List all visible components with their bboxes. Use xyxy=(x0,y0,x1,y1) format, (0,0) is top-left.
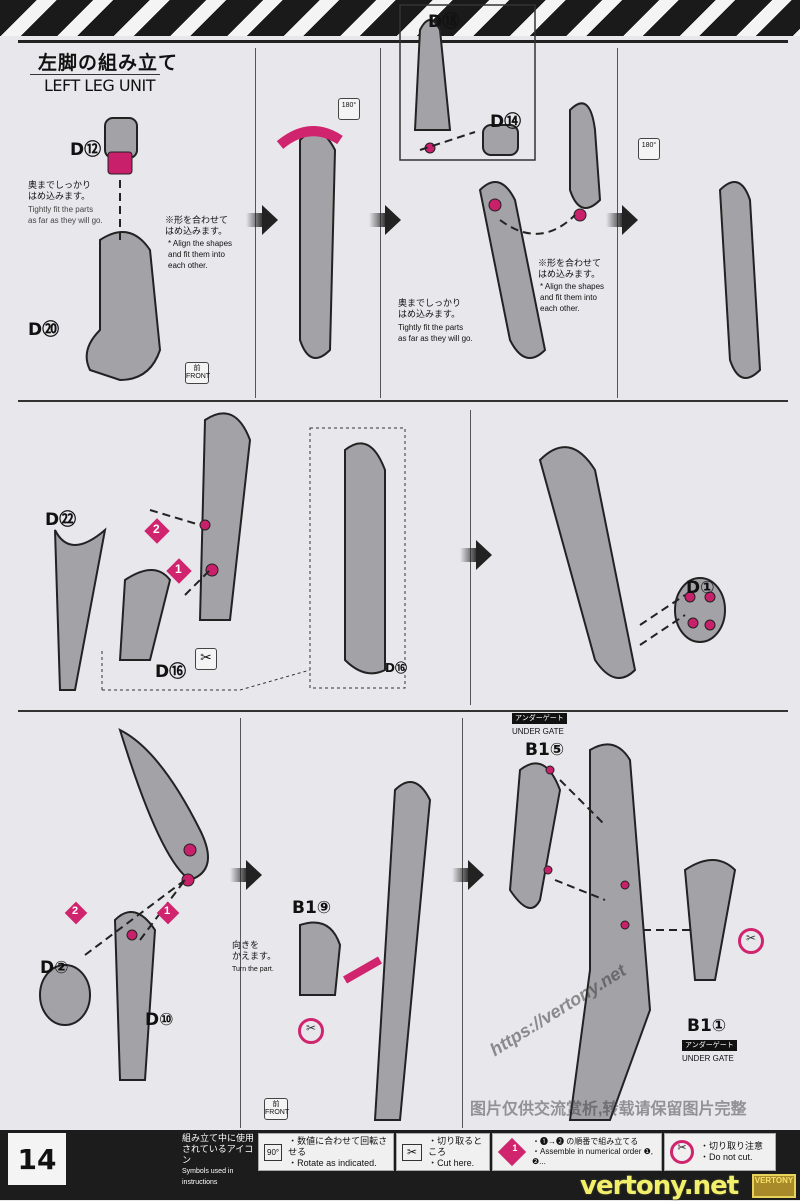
legend-order-en: ・Assemble in numerical order ❶, ❷... xyxy=(532,1147,653,1166)
legend-cut-en: ・Cut here. xyxy=(428,1157,475,1168)
front-icon-en: FRONT xyxy=(265,1109,290,1116)
step-order-icon-label: 1 xyxy=(512,1143,518,1154)
next-step-arrow xyxy=(452,860,484,890)
page-number: 14 xyxy=(8,1133,66,1185)
legend-title-en: Symbols used in instructions xyxy=(182,1168,234,1186)
legend-rotate-jp: ・数値に合わせて回転させる xyxy=(288,1135,388,1157)
divider xyxy=(30,74,160,75)
step-2-label: 2 xyxy=(72,905,79,917)
part-label-d16: D⑯ xyxy=(155,662,187,682)
legend-rotate-en: ・Rotate as indicated. xyxy=(288,1157,377,1168)
rotate-180-icon: 180° xyxy=(338,98,360,120)
legend-order-jp: ・❶→❷ の順番で組み立てる xyxy=(532,1137,639,1146)
do-not-cut-icon: ✂ xyxy=(670,1140,694,1164)
part-label-d14: D⑭ xyxy=(490,112,522,132)
part-label-d1: D① xyxy=(686,578,715,598)
page-title-en: LEFT LEG UNIT xyxy=(44,76,155,95)
legend-cut: ✂ ・切り取るところ・Cut here. xyxy=(396,1133,490,1171)
divider xyxy=(240,718,241,1128)
watermark-badge: VERTONY xyxy=(752,1174,796,1198)
note-align-en: * Align the shapes and fit them into eac… xyxy=(168,239,233,270)
legend-order: 1 ・❶→❷ の順番で組み立てる・Assemble in numerical o… xyxy=(492,1133,662,1171)
note-turn-jp: 向きを かえます。 xyxy=(232,940,277,961)
watermark-cn: 图片仅供交流赏析,转载请保留图片完整 xyxy=(470,1101,747,1118)
next-step-arrow xyxy=(230,860,262,890)
part-label-d22: D㉒ xyxy=(45,510,77,530)
divider xyxy=(18,40,788,43)
legend-title-jp: 組み立て中に使用されているアイコン xyxy=(182,1133,255,1165)
legend-nocut-en: ・Do not cut. xyxy=(700,1152,753,1162)
divider xyxy=(462,718,463,1128)
page-title-jp: 左脚の組み立て xyxy=(38,53,179,74)
rotate-90-icon: 90° xyxy=(264,1143,283,1161)
legend-title: 組み立て中に使用されているアイコン Symbols used in instru… xyxy=(182,1133,256,1188)
under-gate-badge-jp: アンダーゲート xyxy=(682,1040,737,1051)
next-step-arrow xyxy=(369,205,401,235)
divider xyxy=(18,710,788,712)
part-label-b11: B1① xyxy=(687,1016,727,1036)
step-1-label: 1 xyxy=(175,562,182,576)
step-1-label: 1 xyxy=(164,905,171,917)
step-order-icon: 1 xyxy=(497,1137,527,1167)
watermark-site: vertony.net xyxy=(580,1171,739,1201)
front-icon-jp: 前 xyxy=(193,365,201,372)
note-turn-en: Turn the part. xyxy=(232,966,274,973)
rotate-180-icon: 180° xyxy=(638,138,660,160)
front-icon-jp: 前 xyxy=(272,1101,280,1108)
cut-here-icon: ✂ xyxy=(195,648,217,670)
do-not-cut-icon: ✂ xyxy=(298,1018,324,1044)
note-tight-en: Tightly fit the parts as far as they wil… xyxy=(28,205,103,225)
part-label-b15: B1⑤ xyxy=(525,740,565,760)
next-step-arrow xyxy=(460,540,492,570)
front-icon-en: FRONT xyxy=(186,373,211,380)
under-gate-badge-en: UNDER GATE xyxy=(682,1054,734,1063)
note-align-jp: ※形を合わせて はめ込みます。 xyxy=(538,258,602,279)
part-label-d20: D⑳ xyxy=(28,320,60,340)
cut-here-icon: ✂ xyxy=(402,1143,423,1161)
part-label-d10: D⑩ xyxy=(145,1010,174,1030)
parts-illustration xyxy=(39,4,762,1121)
note-align-jp: ※形を合わせて はめ込みます。 xyxy=(165,215,229,236)
note-tight-jp: 奥までしっかり はめ込みます。 xyxy=(28,180,92,201)
legend-rotate: 90° ・数値に合わせて回転させる・Rotate as indicated. xyxy=(258,1133,394,1171)
do-not-cut-icon: ✂ xyxy=(738,928,764,954)
next-step-arrow xyxy=(246,205,278,235)
under-gate-badge-en: UNDER GATE xyxy=(512,727,564,736)
next-step-arrow xyxy=(606,205,638,235)
under-gate-badge-jp: アンダーゲート xyxy=(512,713,567,724)
part-label-d12: D⑫ xyxy=(70,140,102,160)
legend-no-cut: ✂ ・切り取り注意・Do not cut. xyxy=(664,1133,776,1171)
note-align-en: * Align the shapes and fit them into eac… xyxy=(540,282,605,313)
note-tight-en: Tightly fit the parts as far as they wil… xyxy=(398,323,473,343)
divider xyxy=(18,400,788,402)
step-2-label: 2 xyxy=(153,522,160,536)
legend-nocut-jp: ・切り取り注意 xyxy=(700,1141,764,1151)
note-tight-jp: 奥までしっかり はめ込みます。 xyxy=(398,298,462,319)
part-label-d2: D② xyxy=(40,958,69,978)
part-label-b19: B1⑨ xyxy=(292,898,332,918)
legend-cut-jp: ・切り取るところ xyxy=(428,1135,483,1157)
part-label-d18: D⑱ xyxy=(428,12,460,32)
part-label-d16: D⑯ xyxy=(385,661,407,675)
